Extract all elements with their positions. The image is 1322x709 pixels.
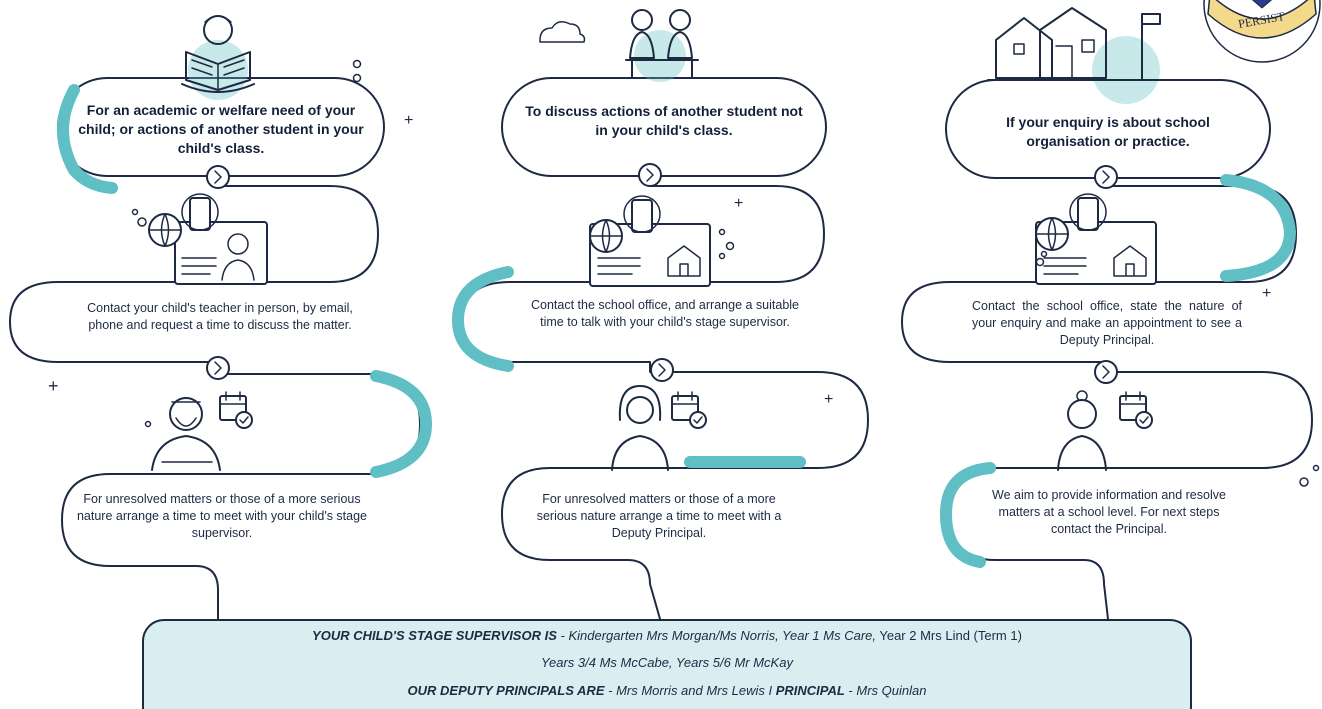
column-1-path: + + xyxy=(9,15,433,620)
contact-office-icon xyxy=(589,195,735,287)
column-3-step-2: We aim to provide information and resolv… xyxy=(992,488,1226,536)
contact-teacher-icon xyxy=(131,193,268,285)
school-crest-badge: PERSIST xyxy=(1203,0,1321,63)
staff-info-panel: YOUR CHILD'S STAGE SUPERVISOR IS - Kinde… xyxy=(142,619,1192,709)
deputy-principals-label: OUR DEPUTY PRINCIPALS ARE xyxy=(407,683,605,698)
column-1-step-2: For unresolved matters or those of a mor… xyxy=(76,492,368,540)
column-2-heading: To discuss actions of another student no… xyxy=(525,103,803,138)
deputy-principal-icon xyxy=(611,385,707,471)
column-1-step-1: Contact your child's teacher in person, … xyxy=(87,301,353,332)
column-2-step-2: For unresolved matters or those of a mor… xyxy=(536,492,782,540)
column-2-path: + + xyxy=(451,9,869,620)
stage-supervisor-line: YOUR CHILD'S STAGE SUPERVISOR IS - Kinde… xyxy=(144,628,1190,643)
next-arrow-icon xyxy=(650,358,674,382)
dot-decoration xyxy=(1312,464,1320,472)
school-building-icon xyxy=(987,7,1171,104)
cloud-icon xyxy=(539,21,586,43)
separator: I xyxy=(764,683,776,698)
next-arrow-icon xyxy=(1094,165,1118,189)
plus-decoration: + xyxy=(404,112,413,129)
next-arrow-icon xyxy=(1094,360,1118,384)
next-arrow-icon xyxy=(206,165,230,189)
dot-decoration xyxy=(352,73,362,83)
stage-supervisor-names-extra: Year 2 Mrs Lind (Term 1) xyxy=(875,628,1022,643)
stage-supervisor-label: YOUR CHILD'S STAGE SUPERVISOR IS xyxy=(312,628,557,643)
separator: - xyxy=(604,683,617,698)
students-icon xyxy=(625,9,699,82)
column-2-heading-pill xyxy=(501,77,827,177)
column-3-step-1: Contact the school office, state the nat… xyxy=(972,299,1242,347)
plus-decoration: + xyxy=(734,195,743,212)
teal-accent-arc xyxy=(370,370,433,478)
separator: - xyxy=(556,628,569,643)
plus-decoration: + xyxy=(824,391,833,408)
reading-child-icon xyxy=(181,15,255,100)
deputy-principals-line: OUR DEPUTY PRINCIPALS ARE - Mrs Morris a… xyxy=(144,683,1190,698)
teal-accent-arc xyxy=(939,462,996,568)
principal-label: PRINCIPAL xyxy=(775,683,845,698)
next-arrow-icon xyxy=(206,356,230,380)
column-3-heading: If your enquiry is about school organisa… xyxy=(1006,114,1210,149)
plus-decoration: + xyxy=(48,376,59,396)
teal-accent-arc xyxy=(57,84,118,194)
principal-name: Mrs Quinlan xyxy=(856,683,927,698)
stage-supervisor-names: Kindergarten Mrs Morgan/Ms Norris, Year … xyxy=(568,628,876,643)
stage-supervisor-icon xyxy=(144,391,253,471)
dot-decoration xyxy=(1299,477,1309,487)
stage-supervisor-line-2: Years 3/4 Ms McCabe, Years 5/6 Mr McKay xyxy=(541,655,793,670)
plus-decoration: + xyxy=(1262,285,1271,302)
column-2-step-1: Contact the school office, and arrange a… xyxy=(531,298,799,329)
deputy-principals-names: Mrs Morris and Mrs Lewis xyxy=(616,683,765,698)
contact-office-icon xyxy=(1035,193,1157,285)
principal-icon xyxy=(1057,390,1153,471)
next-arrow-icon xyxy=(638,163,662,187)
teal-accent-arc xyxy=(451,266,514,372)
column-1-heading: For an academic or welfare need of your … xyxy=(78,102,364,156)
separator: - xyxy=(844,683,857,698)
column-3-path: + xyxy=(901,7,1320,620)
dot-decoration xyxy=(352,59,362,69)
teal-accent-arc xyxy=(1220,174,1297,282)
